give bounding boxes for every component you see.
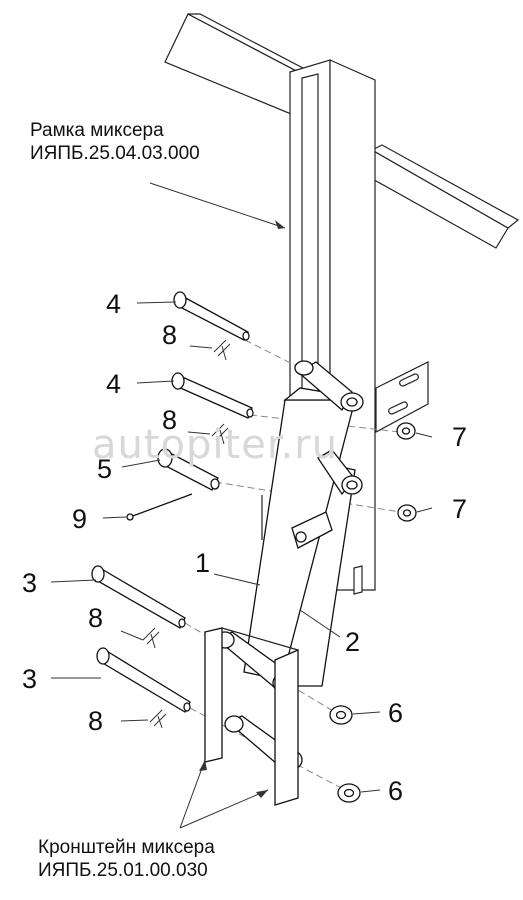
frame-caption-line1: Рамка миксера — [30, 120, 164, 141]
rod-9 — [126, 493, 193, 521]
callout-8-fourth: 8 — [88, 706, 104, 736]
callout-9: 9 — [72, 504, 88, 534]
callout-4-lower: 4 — [106, 369, 122, 399]
washer-7-upper — [396, 422, 416, 440]
cotter-pins — [126, 339, 231, 729]
washer-6-upper — [329, 705, 353, 725]
callout-8-third: 8 — [88, 603, 104, 633]
callout-4-upper: 4 — [106, 289, 122, 319]
pin-4-lower — [171, 372, 254, 419]
leader-lines — [50, 182, 433, 829]
mixer-bracket — [204, 627, 299, 806]
callout-5: 5 — [97, 454, 113, 484]
mixer-frame — [164, 13, 520, 601]
bracket-caption-line2: ИЯПБ.25.01.00.030 — [38, 860, 208, 881]
callout-7-lower: 7 — [452, 494, 468, 524]
bracket-caption-line1: Кронштейн миксера — [38, 837, 215, 858]
pin-4-upper — [173, 291, 250, 341]
pin-3-upper — [91, 565, 186, 629]
pin-3-lower — [96, 647, 191, 713]
washer-6-lower — [337, 783, 361, 803]
callout-8-first: 8 — [162, 320, 178, 350]
callout-6-upper: 6 — [388, 698, 404, 728]
callout-2: 2 — [345, 627, 361, 657]
pin-5 — [157, 448, 220, 491]
callout-6-lower: 6 — [388, 776, 404, 806]
swing-arm-assembly — [215, 360, 364, 771]
callout-1: 1 — [195, 548, 211, 578]
washer-7-lower — [397, 504, 417, 522]
pins — [91, 291, 254, 713]
callout-8-second: 8 — [162, 405, 178, 435]
frame-caption-line2: ИЯПБ.25.04.03.000 — [30, 143, 200, 164]
callout-7-upper: 7 — [452, 422, 468, 452]
watermark: autopiter.ru — [92, 422, 339, 468]
callout-3-lower: 3 — [22, 664, 38, 694]
callout-3-upper: 3 — [22, 568, 38, 598]
washers — [329, 422, 417, 803]
